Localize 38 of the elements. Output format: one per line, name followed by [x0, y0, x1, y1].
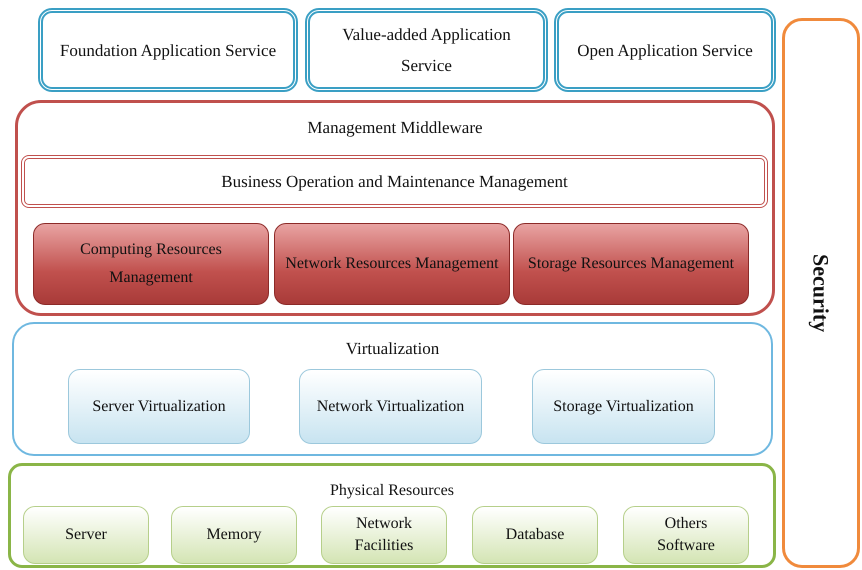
- resource-box: [321, 506, 447, 564]
- box-label: Foundation Application Service: [58, 40, 278, 62]
- security-panel: [782, 18, 860, 568]
- layer-panel: [15, 100, 775, 316]
- layer-title: Virtualization: [344, 338, 440, 360]
- service-box: [554, 8, 776, 92]
- virtualization-box: [299, 369, 482, 444]
- resource-box: [171, 506, 297, 564]
- resource-box: [23, 506, 149, 564]
- resource-box: [472, 506, 598, 564]
- box-label: Network Facilities: [354, 514, 414, 556]
- box-label: Storage Virtualization: [552, 396, 695, 416]
- service-box: [305, 8, 548, 92]
- management-box: [274, 223, 510, 305]
- box-label: Database: [504, 525, 566, 545]
- box-label: Others Software: [656, 514, 716, 556]
- resource-box: [623, 506, 749, 564]
- box-label: Server: [64, 525, 108, 545]
- box-label: Business Operation and Maintenance Management: [220, 171, 569, 193]
- box-label: Computing Resources Management: [79, 240, 223, 288]
- box-label: Value-added Application Service: [341, 24, 512, 77]
- management-box: [513, 223, 749, 305]
- box-label: Storage Resources Management: [526, 254, 736, 274]
- management-box: [33, 223, 269, 305]
- box-label: Network Virtualization: [316, 396, 466, 416]
- box-label: Server Virtualization: [91, 396, 227, 416]
- box-label: Security: [808, 254, 834, 332]
- layer-panel: [12, 322, 773, 456]
- box-label: Open Application Service: [576, 40, 754, 62]
- layer-title: Physical Resources: [329, 481, 455, 501]
- virtualization-box: [68, 369, 250, 444]
- layer-panel: [8, 463, 776, 568]
- service-box: [38, 8, 298, 92]
- layer-title: Management Middleware: [306, 117, 484, 139]
- virtualization-box: [532, 369, 715, 444]
- management-bar: [21, 155, 768, 208]
- box-label: Network Resources Management: [284, 254, 500, 274]
- box-label: Memory: [205, 525, 263, 545]
